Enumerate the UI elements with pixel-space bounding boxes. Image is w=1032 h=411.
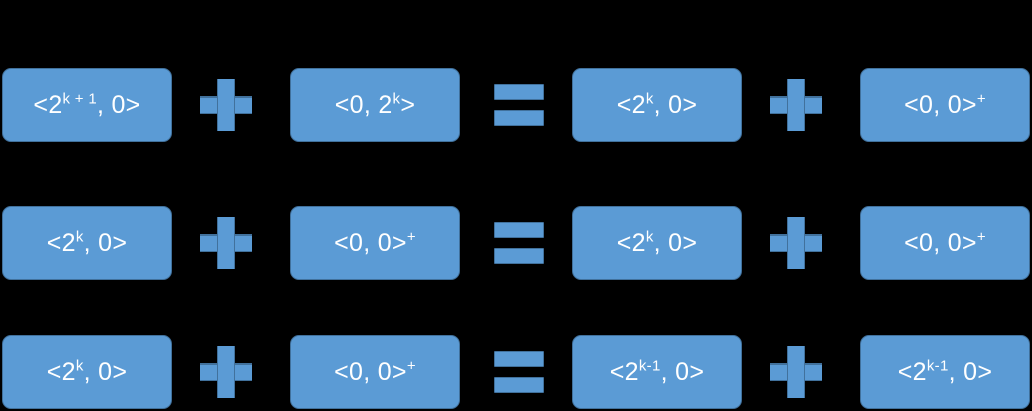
plus-edge [200,363,217,365]
equals-bottom-bar [494,377,544,393]
plus-operator-icon [200,346,252,398]
term-label: <2k-1, 0> [897,357,993,386]
term-box: <2k + 1, 0> [2,68,172,142]
equals-top-bar [494,84,544,100]
plus-edge [235,250,252,252]
plus-edge [805,234,822,236]
term-box: <0, 0>+ [860,206,1030,280]
term-box: <2k-1, 0> [572,335,742,409]
equals-operator-icon [494,222,544,264]
plus-edge [770,96,787,98]
plus-edge [770,234,787,236]
plus-edge [235,234,252,236]
term-box: <2k, 0> [572,206,742,280]
term-label: <0, 2k> [334,90,416,119]
term-box: <0, 0>+ [290,335,460,409]
equation-row: <2k + 1, 0> <0, 2k> <2k, 0> [0,68,1032,142]
term-box: <2k, 0> [2,335,172,409]
plus-edge [770,250,787,252]
plus-edge [200,96,217,98]
term-box: <0, 0>+ [290,206,460,280]
term-label: <2k, 0> [616,228,698,257]
term-box: <2k, 0> [572,68,742,142]
plus-operator-icon [770,217,822,269]
term-label: <2k, 0> [46,357,128,386]
plus-edge [805,250,822,252]
equation-row: <2k, 0> <0, 0>+ <2k, 0> [0,206,1032,280]
plus-edge [805,112,822,114]
equals-operator-icon [494,351,544,393]
plus-center-fill [788,96,804,114]
equals-bottom-bar [494,248,544,264]
term-label: <2k-1, 0> [609,357,705,386]
plus-edge [770,112,787,114]
plus-edge [200,234,217,236]
plus-center-fill [218,363,234,381]
term-label: <0, 0>+ [904,90,986,119]
term-label: <0, 0>+ [334,357,416,386]
plus-edge [235,96,252,98]
plus-operator-icon [770,79,822,131]
plus-edge [770,363,787,365]
equals-top-bar [494,222,544,238]
plus-edge [770,379,787,381]
equation-row: <2k, 0> <0, 0>+ <2k-1, 0> [0,335,1032,409]
plus-edge [235,112,252,114]
plus-edge [805,96,822,98]
plus-edge [200,112,217,114]
term-box: <2k, 0> [2,206,172,280]
equals-operator-icon [494,84,544,126]
plus-edge [200,250,217,252]
plus-edge [805,379,822,381]
term-label: <0, 0>+ [334,228,416,257]
term-label: <2k, 0> [46,228,128,257]
term-label: <0, 0>+ [904,228,986,257]
plus-operator-icon [200,217,252,269]
plus-edge [805,363,822,365]
plus-center-fill [788,363,804,381]
plus-edge [200,379,217,381]
plus-center-fill [788,234,804,252]
term-label: <2k + 1, 0> [33,90,141,119]
term-box: <0, 2k> [290,68,460,142]
equals-bottom-bar [494,110,544,126]
plus-operator-icon [770,346,822,398]
plus-center-fill [218,234,234,252]
plus-edge [235,379,252,381]
plus-edge [235,363,252,365]
plus-center-fill [218,96,234,114]
term-box: <0, 0>+ [860,68,1030,142]
equals-top-bar [494,351,544,367]
term-box: <2k-1, 0> [860,335,1030,409]
term-label: <2k, 0> [616,90,698,119]
plus-operator-icon [200,79,252,131]
